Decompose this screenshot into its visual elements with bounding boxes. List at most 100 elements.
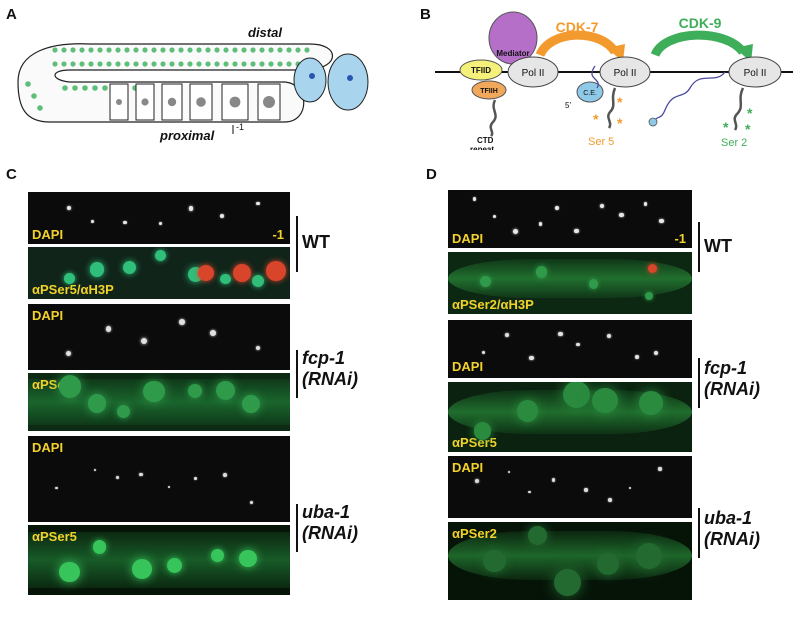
germ-nucleus	[178, 61, 184, 67]
nucleus-spot	[158, 221, 163, 226]
nucleus-spot	[645, 292, 654, 301]
repeat-label: repeat	[470, 145, 494, 150]
pol2-1-label: Pol II	[522, 68, 545, 79]
nucleus-spot	[256, 345, 261, 350]
group-bar-wt-d	[698, 222, 700, 272]
germ-nucleus	[106, 47, 112, 53]
group-bar-uba1-c	[296, 504, 298, 552]
germ-nucleus	[169, 61, 175, 67]
mediator-label: Mediator	[496, 49, 529, 58]
germ-nucleus	[115, 47, 121, 53]
germ-nucleus	[187, 47, 193, 53]
germ-nucleus	[169, 47, 175, 53]
germ-nucleus	[97, 61, 103, 67]
nucleus-spot	[528, 490, 531, 494]
nucleus-spot	[636, 542, 663, 570]
micro-label: DAPI	[452, 359, 484, 374]
nucleus-spot	[92, 540, 107, 554]
nucleus-spot	[188, 205, 194, 211]
minus-one-marker: -1	[272, 227, 284, 242]
nucleus-spot	[574, 228, 579, 234]
h3p-positive-nucleus	[266, 261, 286, 281]
germ-nucleus	[133, 47, 139, 53]
nucleus-spot	[529, 355, 534, 361]
germ-nucleus	[61, 61, 67, 67]
svg-text:*: *	[593, 111, 599, 127]
nucleus-spot	[473, 197, 477, 201]
group-label-wt-c: WT	[302, 232, 330, 252]
nucleus-spot	[194, 477, 198, 480]
nucleus-spot	[105, 326, 111, 332]
five-prime-label: 5'	[565, 101, 571, 110]
minus-one-label: -1	[236, 122, 244, 132]
proximal-cells	[109, 53, 369, 121]
nucleus-spot	[59, 561, 81, 583]
micro-label: αPSer2/αH3P	[452, 297, 534, 312]
svg-text:*: *	[617, 94, 623, 110]
germ-nucleus	[151, 61, 157, 67]
germ-nucleus	[97, 47, 103, 53]
nucleus-spot	[239, 549, 257, 567]
tfiih-label: TFIIH	[480, 88, 498, 95]
nucleus-spot	[535, 266, 548, 278]
nucleus-spot	[596, 553, 619, 576]
germ-nuclei	[25, 47, 310, 111]
nucleus-spot	[251, 275, 264, 288]
germ-nucleus	[277, 47, 283, 53]
nucleus-spot	[131, 558, 153, 580]
germ-nucleus	[70, 47, 76, 53]
germ-nucleus	[196, 47, 202, 53]
svg-text:*: *	[723, 119, 729, 135]
micro-label: DAPI	[452, 460, 484, 475]
micro-label: αPSer5	[452, 435, 497, 450]
nucleus-spot	[249, 500, 254, 505]
germ-nucleus	[82, 85, 88, 91]
minus-one-marker: -1	[674, 231, 686, 246]
panel-d-wt-pser2-h3p: αPSer2/αH3P	[448, 252, 692, 314]
germ-nucleus	[37, 105, 43, 111]
nucleus-spot	[90, 219, 94, 223]
nucleus-spot	[493, 215, 497, 219]
micro-label: αPSer5/αH3P	[32, 282, 114, 297]
nucleus-spot	[507, 471, 510, 474]
germ-nucleus	[229, 96, 241, 108]
panel-d-fcp1-dapi: DAPI	[448, 320, 692, 378]
nucleus-spot	[512, 229, 518, 235]
cdk9-label: CDK-9	[679, 15, 722, 31]
ser5-label: Ser 5	[588, 136, 614, 148]
germ-nucleus	[124, 47, 130, 53]
germ-nucleus	[88, 61, 94, 67]
germ-nucleus	[232, 47, 238, 53]
germ-nucleus	[79, 47, 85, 53]
h3p-positive-nucleus	[648, 264, 657, 273]
germ-nucleus	[79, 61, 85, 67]
nucleus-spot	[54, 486, 58, 490]
nucleus-spot	[155, 250, 166, 262]
nucleus-spot	[122, 260, 137, 274]
nucleus-spot	[211, 549, 225, 562]
germ-nucleus	[102, 85, 108, 91]
micro-label: αPSer5	[32, 529, 77, 544]
germ-nucleus	[309, 73, 315, 79]
nucleus-spot	[123, 220, 127, 225]
germ-nucleus	[232, 61, 238, 67]
nucleus-spot	[553, 569, 581, 597]
germ-nucleus	[25, 81, 31, 87]
nucleus-spot	[141, 337, 148, 344]
micro-label: DAPI	[32, 308, 64, 323]
germ-nucleus	[295, 47, 301, 53]
nucleus-spot	[538, 222, 543, 226]
panel-d-wt-dapi: DAPI -1	[448, 190, 692, 248]
ser2-label: Ser 2	[721, 137, 747, 149]
germ-nucleus	[62, 85, 68, 91]
germ-nucleus	[141, 98, 149, 106]
germ-nucleus	[52, 47, 58, 53]
panel-c-wt-pser5-h3p: αPSer5/αH3P	[28, 247, 290, 299]
h3p-positive-nucleus	[198, 265, 214, 281]
panel-c-uba1-dapi: DAPI	[28, 436, 290, 522]
germ-nucleus	[259, 61, 265, 67]
panel-d-uba1-pser2: αPSer2	[448, 522, 692, 600]
nucleus-spot	[66, 350, 72, 356]
nucleus-spot	[658, 467, 662, 471]
nucleus-spot	[187, 383, 202, 398]
